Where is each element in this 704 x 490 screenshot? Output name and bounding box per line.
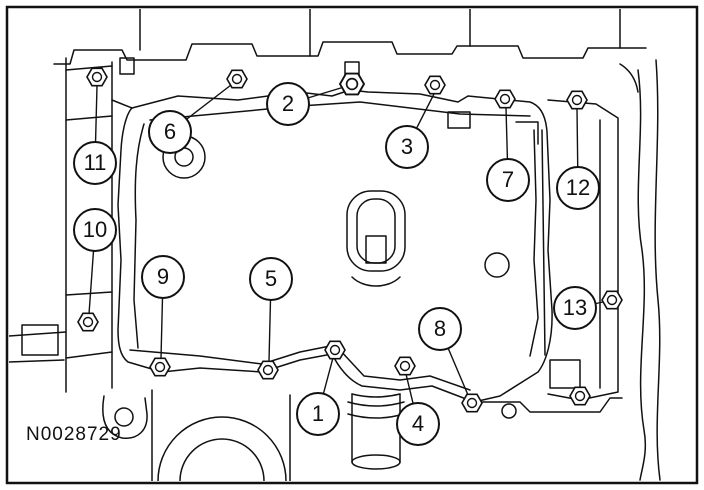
callout-9: 9: [141, 255, 185, 299]
diagram-border: [5, 5, 699, 485]
figure-reference-number: N0028729: [26, 424, 122, 445]
callout-11: 11: [73, 141, 117, 185]
callout-7: 7: [486, 158, 530, 202]
callout-4: 4: [396, 402, 440, 446]
callout-12: 12: [556, 166, 600, 210]
callout-6: 6: [148, 110, 192, 154]
callout-10: 10: [73, 208, 117, 252]
callout-5: 5: [249, 257, 293, 301]
callout-13: 13: [553, 286, 597, 330]
engine-block-drawing: [9, 9, 661, 481]
callout-8: 8: [418, 307, 462, 351]
callout-2: 2: [266, 82, 310, 126]
callout-1: 1: [296, 392, 340, 436]
callout-3: 3: [385, 125, 429, 169]
